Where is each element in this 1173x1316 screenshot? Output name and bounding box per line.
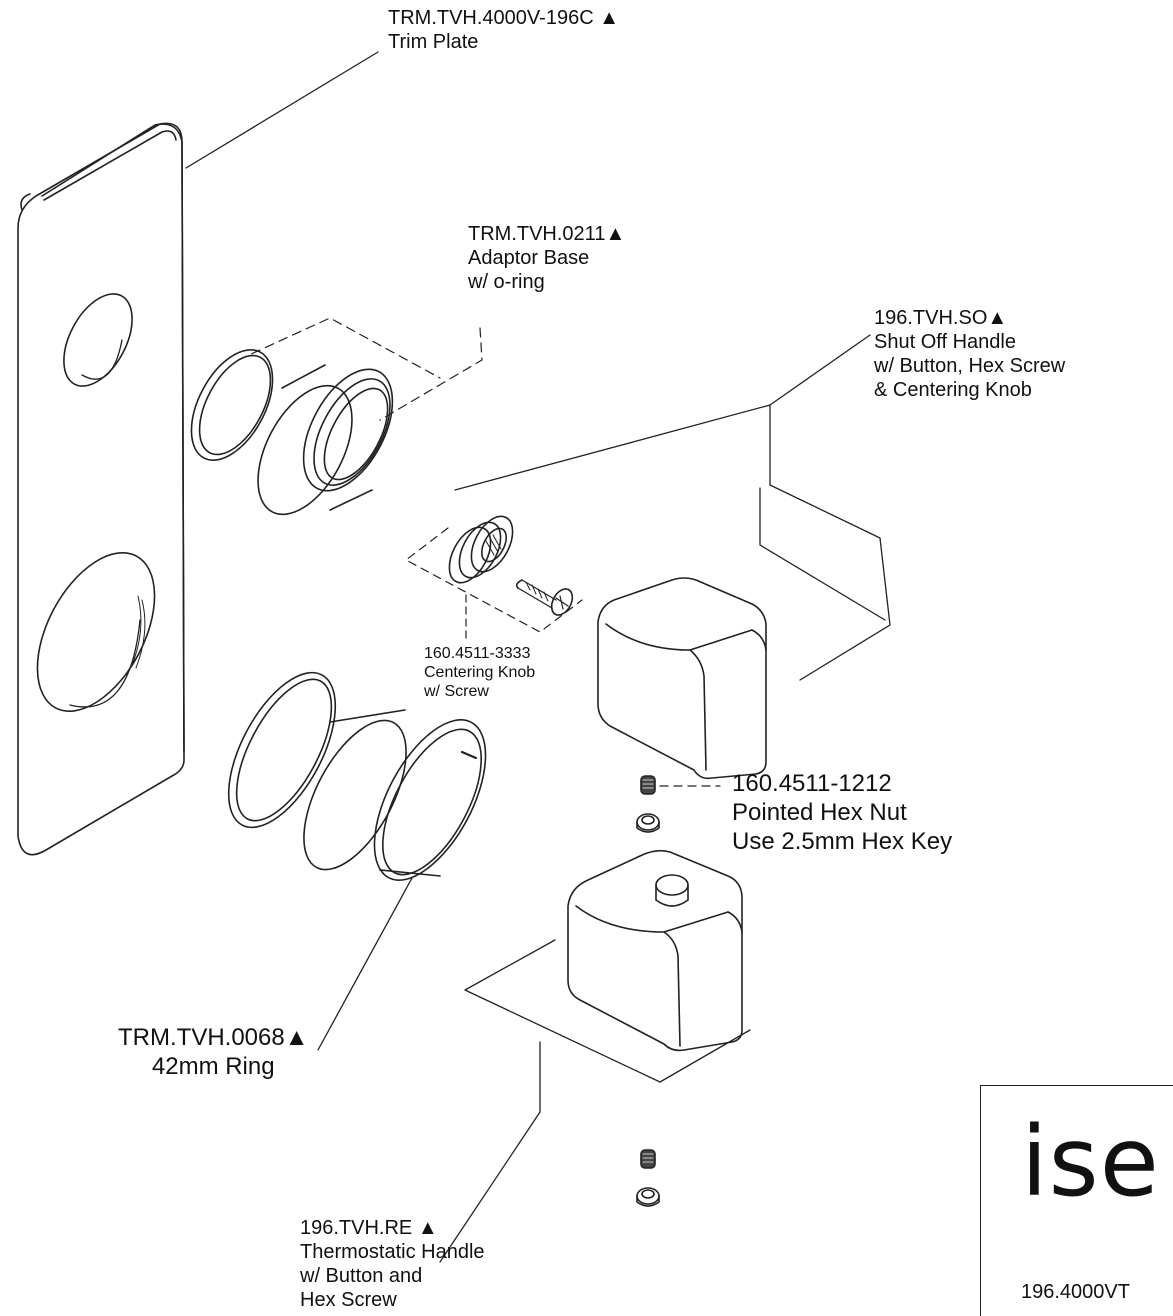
hex-nut-upper bbox=[636, 775, 721, 833]
trim-plate-part-number: TRM.TVH.4000V-196C ▲ bbox=[388, 7, 619, 29]
centering-knob-name: Centering Knob bbox=[424, 664, 536, 682]
thermostatic-handle-part-number: 196.TVH.RE ▲ bbox=[300, 1217, 438, 1239]
shut-off-handle-note-1: w/ Button, Hex Screw bbox=[874, 355, 1066, 377]
ring-part-number: TRM.TVH.0068▲ bbox=[118, 1024, 309, 1051]
brand-logo: ise bbox=[1021, 1106, 1160, 1218]
label-hex-nut: 160.4511-1212 Pointed Hex Nut Use 2.5mm … bbox=[732, 770, 952, 856]
ring-name: 42mm Ring bbox=[151, 1052, 275, 1080]
hex-nut-name: Pointed Hex Nut bbox=[732, 798, 907, 826]
label-trim-plate: TRM.TVH.4000V-196C ▲ Trim Plate bbox=[388, 6, 619, 54]
hex-nut-note: Use 2.5mm Hex Key bbox=[732, 827, 953, 855]
trim-plate bbox=[17, 122, 185, 856]
thermostatic-handle-note-2: Hex Screw bbox=[300, 1289, 397, 1311]
adaptor-base bbox=[190, 317, 483, 516]
hex-nut-lower bbox=[636, 1149, 660, 1207]
label-ring: TRM.TVH.0068▲ 42mm Ring bbox=[118, 1024, 308, 1082]
shut-off-handle bbox=[454, 334, 891, 780]
adaptor-base-name: Adaptor Base bbox=[468, 247, 590, 269]
thermostatic-handle-note-1: w/ Button and bbox=[300, 1265, 423, 1287]
trim-plate-name: Trim Plate bbox=[388, 31, 479, 53]
label-shut-off-handle: 196.TVH.SO▲ Shut Off Handle w/ Button, H… bbox=[874, 306, 1065, 402]
label-centering-knob: 160.4511-3333 Centering Knob w/ Screw bbox=[424, 644, 535, 702]
leader-lines bbox=[185, 51, 541, 1263]
adaptor-base-note: w/ o-ring bbox=[468, 271, 545, 293]
label-adaptor-base: TRM.TVH.0211▲ Adaptor Base w/ o-ring bbox=[468, 222, 625, 294]
centering-knob-note: w/ Screw bbox=[424, 683, 489, 701]
hex-nut-part-number: 160.4511-1212 bbox=[732, 770, 892, 797]
title-block: ise 196.4000VT bbox=[980, 1085, 1173, 1316]
centering-knob-part-number: 160.4511-3333 bbox=[424, 645, 531, 662]
thermostatic-handle bbox=[464, 849, 751, 1113]
thermostatic-handle-name: Thermostatic Handle bbox=[300, 1241, 485, 1263]
shut-off-handle-part-number: 196.TVH.SO▲ bbox=[874, 307, 1008, 329]
shut-off-handle-note-2: & Centering Knob bbox=[874, 379, 1032, 401]
centering-knob bbox=[405, 515, 583, 641]
shut-off-handle-name: Shut Off Handle bbox=[874, 331, 1016, 353]
label-thermostatic-handle: 196.TVH.RE ▲ Thermostatic Handle w/ Butt… bbox=[300, 1216, 485, 1312]
adaptor-base-part-number: TRM.TVH.0211▲ bbox=[468, 223, 626, 245]
ring-and-knob bbox=[227, 671, 487, 881]
model-number: 196.4000VT bbox=[1021, 1281, 1130, 1303]
